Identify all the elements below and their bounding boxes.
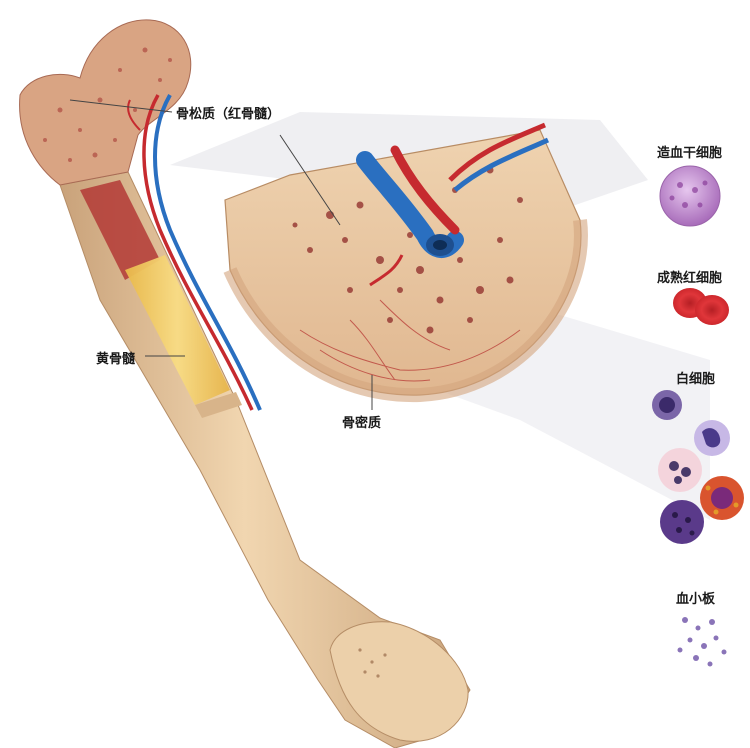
- label-spongy-bone: 骨松质（红骨髓）: [176, 103, 280, 122]
- label-platelets: 血小板: [676, 588, 715, 607]
- platelets-illustration: [678, 617, 727, 667]
- label-mature-rbc: 成熟红细胞: [657, 267, 722, 286]
- label-stem-cell: 造血干细胞: [657, 142, 722, 161]
- label-white-cells: 白细胞: [676, 368, 715, 387]
- stem-cell-illustration: [660, 166, 720, 226]
- red-blood-cells-illustration: [673, 288, 729, 325]
- label-compact-bone: 骨密质: [342, 412, 381, 431]
- label-yellow-marrow: 黄骨髓: [96, 348, 135, 367]
